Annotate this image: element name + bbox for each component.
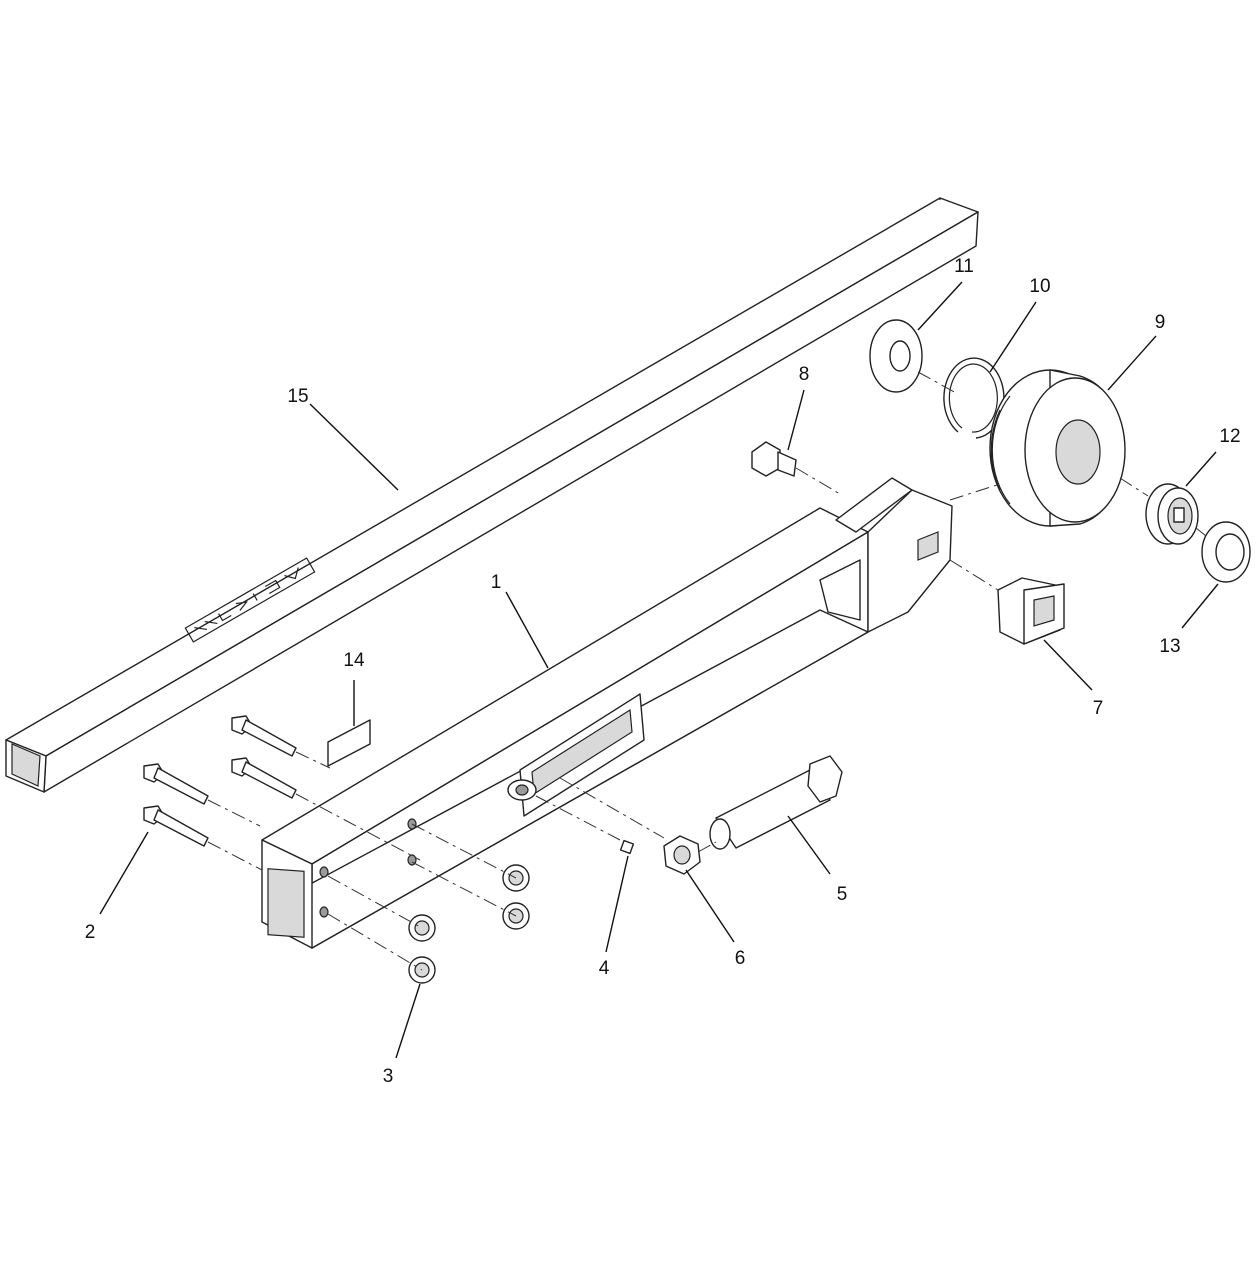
callout-2: 2 [85,922,96,943]
leader-lines [99,281,1219,1059]
callout-labels: 1 2 3 4 5 6 7 8 9 10 11 12 13 14 15 [85,256,1241,1087]
flat-washer [869,319,923,393]
callout-13: 13 [1159,636,1180,657]
bearing [1145,483,1199,545]
callout-9: 9 [1155,312,1166,333]
tube-logo [184,557,316,643]
callout-15: 15 [287,386,308,407]
wheel [989,369,1126,527]
callout-7: 7 [1093,698,1104,719]
callout-12: 12 [1219,426,1240,447]
decal [327,719,371,767]
callout-4: 4 [599,958,610,979]
callout-8: 8 [799,364,810,385]
callout-3: 3 [383,1066,394,1087]
grease-fitting [619,839,635,855]
callout-5: 5 [837,884,848,905]
center-lines [207,371,1207,971]
retaining-ring [943,357,1005,439]
callout-6: 6 [735,948,746,969]
callout-14: 14 [343,650,365,671]
washer-outer [1201,521,1251,583]
main-arm-frame [261,477,953,949]
square-tube [5,197,979,793]
callout-1: 1 [491,572,502,593]
hex-nut [663,835,701,875]
callout-11: 11 [954,256,974,277]
callout-10: 10 [1029,276,1050,297]
bolts-long [143,715,297,847]
large-bolt [709,755,843,850]
square-bushing [997,577,1065,645]
small-bolt [751,441,797,477]
